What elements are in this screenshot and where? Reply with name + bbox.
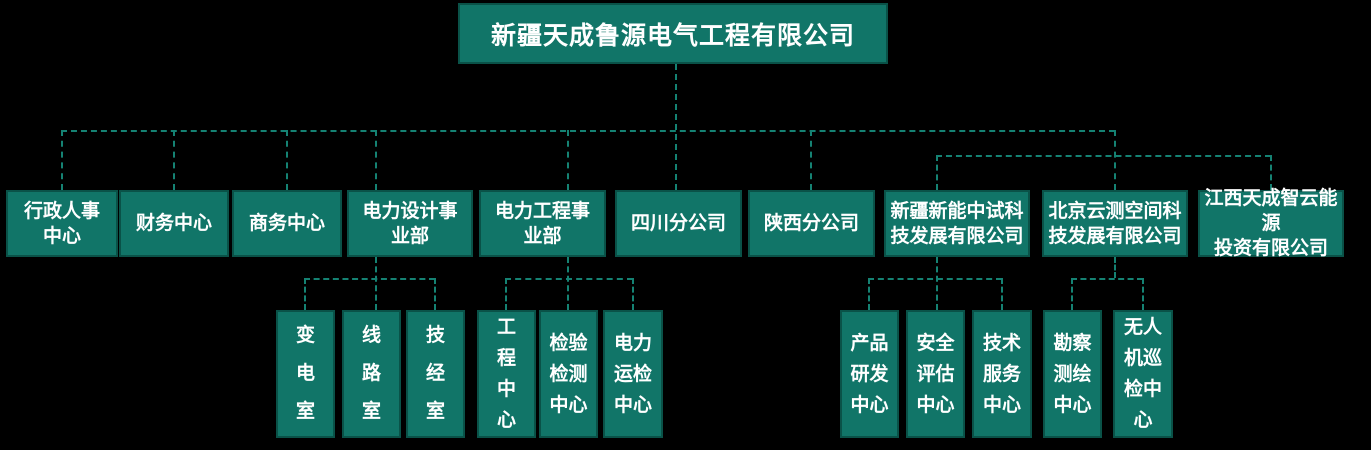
connector-eng-right [632,278,634,310]
connector-drop-engineering [567,130,569,190]
connector-design-bus [304,278,435,280]
connector-xinneng-right [1001,278,1003,310]
node-sichuan-branch: 四川分公司 [615,190,742,257]
connector-drop-business [286,130,288,190]
connector-yunce-right [1142,278,1144,310]
connector-trunk [675,64,677,190]
node-shaanxi-branch: 陕西分公司 [748,190,875,257]
node-engineering-center: 工 程 中 心 [477,310,536,438]
connector-eng-left [505,278,507,310]
connector-eng-bus [505,278,633,280]
node-hr-admin-center: 行政人事 中心 [6,190,118,257]
node-finance-center: 财务中心 [119,190,229,257]
connector-eng-mid [567,257,569,310]
connector-xinneng-mid [936,257,938,310]
connector-drop-shaanxi [810,130,812,190]
connector-yunce-bus [1071,278,1143,280]
connector-xinneng-left [868,278,870,310]
node-power-design-division: 电力设计事 业部 [347,190,473,257]
connector-bus-right [936,155,1271,157]
connector-yunce-left [1071,278,1073,310]
node-beijing-yunce-subsidiary: 北京云测空间科 技发展有限公司 [1042,190,1188,257]
node-jiangxi-tiancheng-subsidiary: 江西天成智云能源 投资有限公司 [1198,188,1344,259]
node-business-center: 商务中心 [232,190,342,257]
node-xinjiang-xinneng-subsidiary: 新疆新能中试科 技发展有限公司 [884,190,1030,257]
node-tech-service-center: 技术 服务 中心 [972,310,1032,438]
node-tech-economics-office: 技 经 室 [406,310,465,438]
node-safety-assessment-center: 安全 评估 中心 [906,310,965,438]
node-root-company: 新疆天成鲁源电气工程有限公司 [458,3,888,64]
connector-design-left [304,278,306,310]
connector-drop-jiangxi [1270,155,1272,190]
node-power-ops-inspection-center: 电力 运检 中心 [603,310,663,438]
connector-design-right [434,278,436,310]
connector-design-mid [375,257,377,310]
connector-drop-xinjiang [936,155,938,190]
node-inspection-testing-center: 检验 检测 中心 [539,310,598,438]
connector-yunce-stub [1114,257,1116,278]
connector-drop-finance [173,130,175,190]
connector-bus-main [61,130,1115,132]
connector-drop-beijing [1114,130,1116,190]
connector-drop-design [375,130,377,190]
connector-drop-hr [61,130,63,190]
node-line-office: 线 路 室 [342,310,401,438]
node-uav-inspection-center: 无人 机巡 检中 心 [1113,310,1173,438]
node-product-rd-center: 产品 研发 中心 [840,310,899,438]
node-power-engineering-division: 电力工程事 业部 [479,190,606,257]
connector-xinneng-bus [868,278,1002,280]
node-survey-mapping-center: 勘察 测绘 中心 [1043,310,1102,438]
node-substation-office: 变 电 室 [276,310,335,438]
